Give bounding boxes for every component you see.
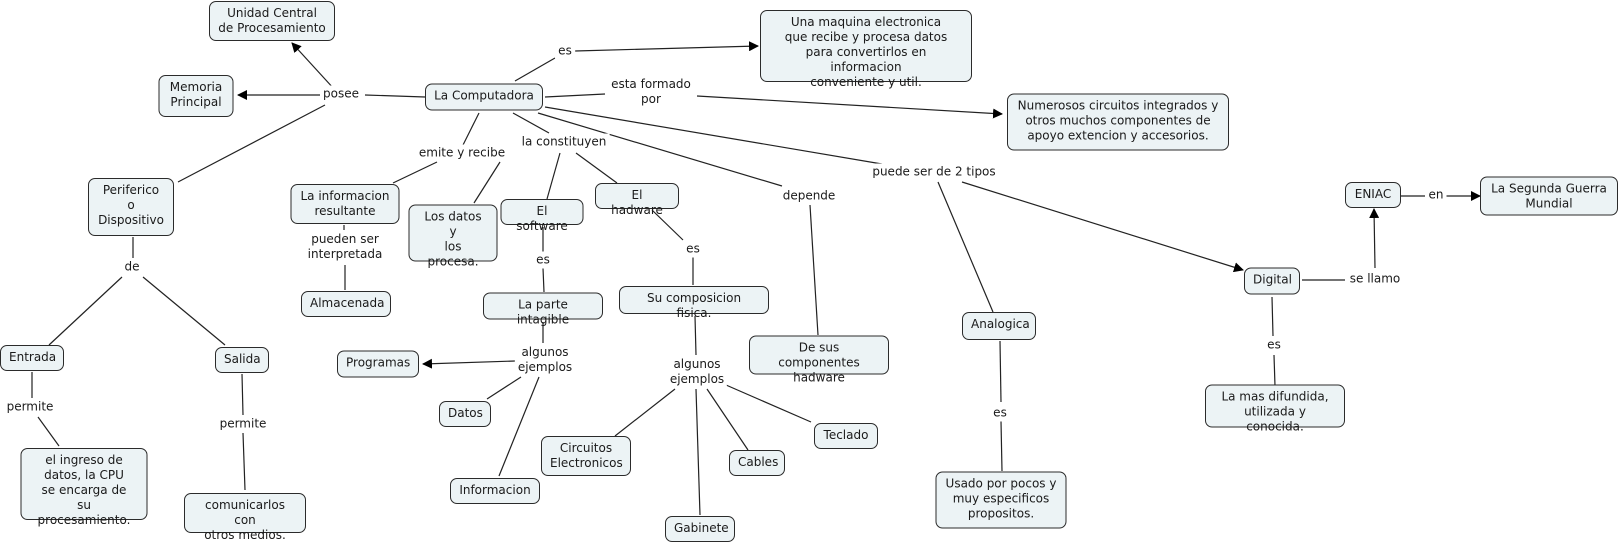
concept-los-datos[interactable]: Los datos y los procesa. [408,204,498,269]
link-se-llamo[interactable]: se llamo [1346,270,1404,288]
link-algunos-ejemplos-software[interactable]: algunos ejemplos [514,344,576,376]
line [651,209,684,241]
line [937,181,994,313]
arrow-line [422,358,516,369]
concept-datos[interactable]: Datos [439,401,491,427]
line [473,161,501,204]
line [242,432,246,491]
line [241,373,244,416]
line [1271,296,1274,337]
concept-teclado[interactable]: Teclado [814,423,878,449]
link-pueden-ser-interpretada[interactable]: pueden ser interpretada [304,231,386,263]
line [725,384,812,423]
concept-parte-intagible[interactable]: La parte intagible [483,292,603,327]
concept-entrada[interactable]: Entrada [0,345,64,371]
concept-analogica[interactable]: Analogica [962,312,1036,340]
concept-eniac[interactable]: ENIAC [1345,182,1401,208]
link-puede-ser-de-2-tipos[interactable]: puede ser de 2 tipos [869,163,999,181]
concept-la-mas-difundida[interactable]: La mas difundida, utilizada y conocida. [1205,384,1345,434]
line [142,276,226,346]
link-la-constituyen[interactable]: la constituyen [518,133,610,151]
link-es[interactable]: es [555,42,575,60]
link-en[interactable]: en [1425,186,1447,204]
link-depende[interactable]: depende [779,187,839,205]
concept-segunda-guerra[interactable]: La Segunda Guerra Mundial [1480,176,1618,216]
line [999,340,1002,403]
concept-memoria-principal[interactable]: Memoria Principal [158,75,234,117]
concept-almacenada[interactable]: Almacenada [301,291,391,317]
concept-unidad-central[interactable]: Unidad Central de Procesamiento [209,1,335,41]
link-permite-entrada[interactable]: permite [3,398,57,416]
link-esta-formado-por[interactable]: esta formado por [608,76,694,108]
concept-periferico[interactable]: Periferico o Dispositivo [88,178,174,236]
line [37,416,60,447]
concept-el-software[interactable]: El software [500,199,584,233]
concept-composicion-fisica[interactable]: Su composicion fisica. [619,286,769,320]
arrow-line [1369,208,1380,269]
line [1000,420,1003,472]
concept-comunicarlos[interactable]: comunicarlos con otros medios. [184,493,306,542]
line [809,204,819,336]
line [498,376,540,477]
line [544,93,606,98]
link-es-hardware[interactable]: es [683,240,703,258]
line [364,94,426,98]
line [706,388,749,451]
line [694,315,697,356]
line [177,104,326,183]
line [537,112,783,187]
concept-ingreso-datos[interactable]: el ingreso de datos, la CPU se encarga d… [20,448,148,527]
arrow-line [291,42,336,91]
link-de[interactable]: de [121,258,143,276]
concept-el-hadware[interactable]: El hadware [595,183,679,217]
concept-cables[interactable]: Cables [729,450,785,476]
link-permite-salida[interactable]: permite [216,415,270,433]
concept-digital[interactable]: Digital [1244,267,1300,295]
arrow-line [961,181,1244,273]
concept-circuitos-electronicos[interactable]: Circuitos Electronicos [541,436,631,476]
line [512,112,550,134]
concept-gabinete[interactable]: Gabinete [665,516,735,542]
line [695,388,701,516]
line [514,57,556,82]
arrow-line [574,41,759,52]
line [1273,354,1276,387]
line [614,388,676,437]
concept-programas[interactable]: Programas [337,350,419,378]
arrow-line [696,95,1003,119]
line [392,161,438,184]
concept-la-computadora[interactable]: La Computadora [425,83,543,111]
line [462,112,480,146]
concept-salida[interactable]: Salida [215,347,269,373]
concept-circuitos-integrados[interactable]: Numerosos circuitos integrados y otros m… [1007,93,1229,151]
line [575,152,618,184]
link-emite-y-recibe[interactable]: emite y recibe [415,144,509,162]
link-es-digital[interactable]: es [1264,336,1284,354]
concept-componentes-hadware[interactable]: De sus componentes hadware [749,335,889,385]
link-algunos-ejemplos-hardware[interactable]: algunos ejemplos [666,356,728,388]
line [486,376,522,400]
line [48,276,123,346]
concept-informacion-resultante[interactable]: La informacion resultante [290,184,400,224]
link-posee[interactable]: posee [320,85,362,103]
concept-usado-por-pocos[interactable]: Usado por pocos y muy especificos propos… [935,471,1067,529]
concept-informacion[interactable]: Informacion [450,478,540,504]
concept-maquina-electronica[interactable]: Una maquina electronica que recibe y pro… [760,10,972,89]
link-es-software[interactable]: es [533,251,553,269]
line [544,106,883,165]
line [546,152,561,200]
line [542,267,545,293]
link-es-analogica[interactable]: es [990,404,1010,422]
